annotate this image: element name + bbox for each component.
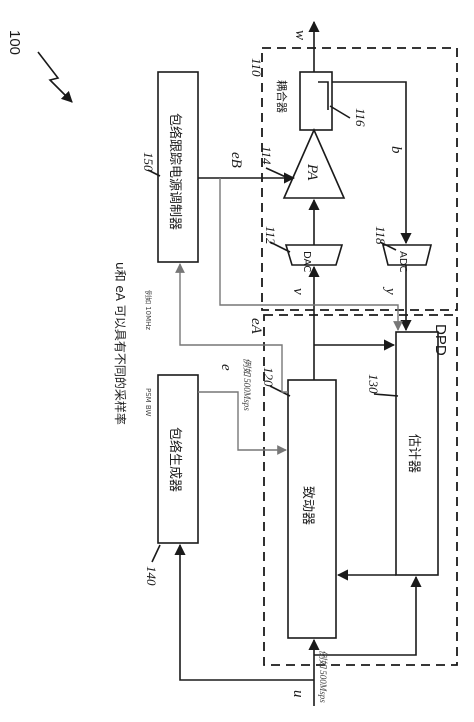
figure-pointer [37,51,73,103]
note-psm-bw: PSM BW [144,388,152,416]
actuator-block [287,379,337,639]
estimator-ref-leader [373,393,399,397]
coupler-ref-leader [329,105,351,119]
signal-b: b [388,146,404,154]
adc-label: ADC [397,251,408,273]
signal-u: u [290,690,306,698]
envelope-tracker-block [157,71,199,263]
tracker-monitor-to-estimator [219,178,403,331]
dpd-region-label: DPD [432,324,449,356]
envelope-tracker-ref-leader [147,169,161,177]
coupler-label: 耦合器 [275,80,289,113]
envelope-generator-block [157,374,199,544]
pa-ref-leader [265,167,289,179]
note-bw-10mhz: 例如 10MHz [144,290,153,330]
dac-ref-leader [269,241,291,253]
signal-eB: eB [228,152,244,168]
actuator-label: 致动器 [300,486,315,525]
signal-w: w [292,30,308,40]
dpd-region [263,314,458,666]
pa-amplifier [282,128,346,199]
estimator-label: 估计器 [406,434,421,473]
envelope-generator-label: 包络生成器 [167,427,183,492]
adc-ref-leader [379,241,397,251]
signal-y: y [382,286,398,295]
dac-converter [284,244,344,266]
signal-v: v [290,288,306,295]
envelope-generator-ref-leader [151,544,161,563]
note-rate-eA: 例如 500Msps [242,358,252,411]
adc-ref: 118 [373,226,388,245]
coupler-to-adc-b [332,81,412,245]
signal-eA: eA [248,318,264,335]
dac-ref: 112 [263,226,278,245]
envelope-tracker-ref: 150 [141,152,156,172]
adc-converter [381,244,433,266]
annotation-sampling-rate: u和 eA 可以具有不同的采样率 [113,262,128,425]
u-to-envelope-generator [174,543,314,681]
envelope-tracker-label: 包络跟踪电源调制器 [167,113,183,230]
estimator-ref: 130 [366,374,381,394]
pa-label: PA [304,163,320,181]
signal-e: e [218,364,234,371]
u-to-estimator [314,575,422,656]
coupler-ref: 116 [353,108,368,127]
dac-label: DAC [301,251,312,272]
envelope-e-to-actuator [198,391,287,455]
figure-number: 100 [6,30,23,55]
actuator-eA-to-tracker [175,263,288,393]
analog-region-110 [261,47,458,311]
coupler-inner-line [318,81,329,110]
note-rate-u: 例如 500Msps [318,650,328,703]
actuator-ref: 120 [261,367,276,387]
coupler-block [299,71,333,131]
estimator-block [395,331,439,576]
pa-ref: 114 [259,146,274,165]
analog-region-ref: 110 [249,58,264,77]
envelope-generator-ref: 140 [144,566,159,586]
actuator-ref-leader [269,385,291,397]
